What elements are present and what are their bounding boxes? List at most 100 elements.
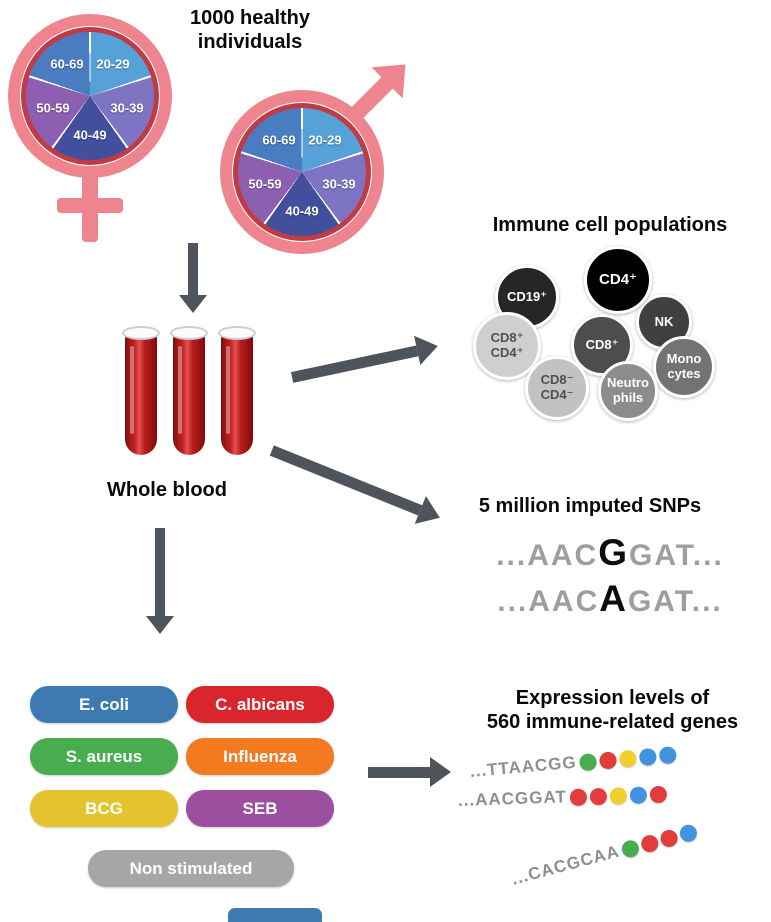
arrow-blood-to-snps [266,436,448,533]
snp-sequence-ref: ...AACGGAT... [460,532,760,574]
expression-dot [639,832,661,854]
expression-dot [609,786,628,805]
pie-label-60-69: 60-69 [262,132,296,148]
gene-sequence-row-3: ...CACGCAA [509,821,699,890]
expression-dot [619,837,641,859]
expression-dot [598,750,618,770]
pie-label-60-69: 60-69 [50,56,84,72]
snp-variant-letter: G [598,532,629,573]
arrow-shaft [368,767,430,778]
pie-label-50-59: 50-59 [36,100,70,116]
cell-label: CD19⁺ [506,288,548,304]
arrow-head [430,757,451,787]
expression-dot [629,785,648,804]
arrow-shaft [269,445,423,516]
pie-label-20-29: 20-29 [308,132,342,148]
pie-label-30-39: 30-39 [322,176,356,192]
expression-dot [618,748,638,768]
blood-tube [218,326,256,458]
stimulus-non-stimulated: Non stimulated [88,850,294,887]
sequence-text: ...AAC [497,585,600,618]
cell-cd8neg-cd4neg: CD8⁻ CD4⁻ [525,356,589,420]
stimulus-influenza: Influenza [186,738,334,775]
sequence-text: ...AAC [496,539,599,572]
cohort-title-line1: 1000 healthy [189,7,311,29]
whole-blood-label: Whole blood [107,479,227,501]
tube-shine [130,346,134,434]
cell-label: phils [612,390,644,405]
expression-dot [658,827,680,849]
cell-label: Neutro [607,375,649,391]
arrow-head [414,331,441,366]
expression-title-line2: 560 immune-related genes [486,711,739,733]
stimulus-c-albicans: C. albicans [186,686,334,723]
pie-label-30-39: 30-39 [110,100,144,116]
stimulus-bcg: BCG [30,790,178,827]
cell-label: CD4⁻ [540,387,574,402]
arrow-shaft [155,528,165,616]
pie-label-20-29: 20-29 [96,56,130,72]
tube-rim [218,326,256,340]
arrow-stimulations-to-expression [368,757,452,787]
expression-dot [638,747,657,766]
gene-sequence-row-1: ...TTAACGG [469,744,677,782]
gene-sequence-row-2: ...AACGGAT [457,784,668,811]
cohort-title: 1000 healthy individuals [150,6,350,54]
cell-label: CD4⁺ [599,271,637,289]
male-age-pie-chart: 20-29 30-39 40-49 50-59 60-69 [233,103,371,241]
cell-label: NK [654,313,674,329]
expression-dot [578,752,598,771]
pie-label-50-59: 50-59 [248,176,282,192]
snps-title: 5 million imputed SNPs [478,495,702,517]
sequence-text: ...CACGCAA [509,841,622,889]
cohort-title-line2: individuals [197,31,303,53]
sequence-text: ...TTAACGG [469,752,578,781]
cell-monocytes: Mono cytes [653,336,715,398]
snp-variant-letter: A [599,578,628,619]
arrow-shaft [290,345,419,383]
stimulus-s-aureus: S. aureus [30,738,178,775]
cell-label: cytes [667,366,701,381]
arrow-head [146,616,174,634]
pie-label-40-49: 40-49 [285,203,319,219]
female-age-pie-chart: 20-29 30-39 40-49 50-59 60-69 [21,27,159,165]
immune-cells-title: Immune cell populations [492,214,728,236]
cell-label: CD8⁻ [540,372,574,388]
cell-cd8pos-cd4pos: CD8⁺ CD4⁺ [473,312,541,380]
stimulus-e-coli: E. coli [30,686,178,723]
cell-label: CD8⁺ [490,330,524,346]
cell-label: CD4⁺ [490,345,524,360]
tube-rim [122,326,160,340]
tube-shine [178,346,182,434]
blood-tube [122,326,160,458]
female-cross-horizontal [57,198,123,213]
tube-rim [170,326,208,340]
sequence-text: GAT... [627,585,723,618]
snp-sequence-alt: ...AACAGAT... [460,578,760,620]
cell-label: CD8⁺ [585,336,619,352]
tube-body [125,333,157,455]
tube-body [221,333,253,455]
cell-cd4: CD4⁺ [584,246,652,314]
arrow-head [179,295,207,313]
expression-dot [649,785,668,803]
expression-title-line1: Expression levels of [515,687,710,709]
sequence-text: ...AACGGAT [457,787,568,810]
expression-dot [658,745,677,764]
cell-neutrophils: Neutro phils [598,361,658,421]
arrow-blood-to-stimulations [146,528,174,634]
blood-tube [170,326,208,458]
expression-dot [677,822,699,844]
expression-dot [589,787,608,805]
expression-title: Expression levels of 560 immune-related … [455,686,770,734]
pie-label-40-49: 40-49 [73,127,107,143]
arrow-shaft [188,243,198,295]
sequence-text: GAT... [629,539,724,572]
arrow-blood-to-cells [289,331,442,392]
tube-body [173,333,205,455]
stimulus-seb: SEB [186,790,334,827]
arrow-cohort-to-blood [179,243,207,313]
expression-dot [569,788,588,806]
cropped-bottom-bar [228,908,322,922]
